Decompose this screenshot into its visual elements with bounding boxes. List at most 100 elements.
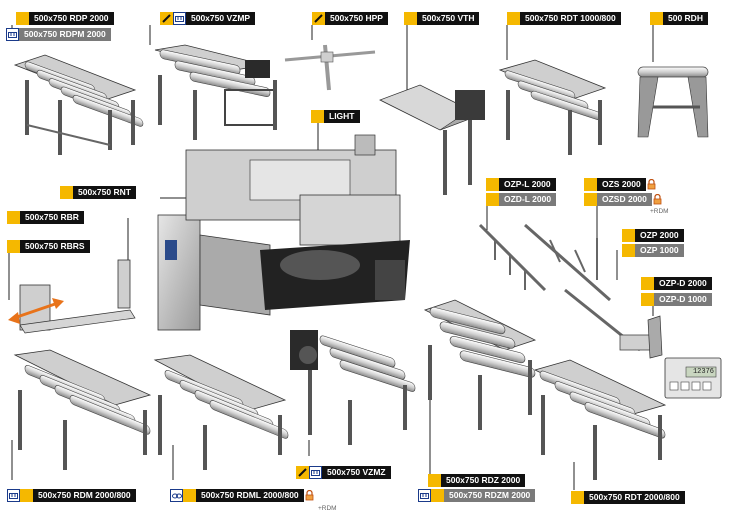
label-marker: [486, 193, 499, 206]
label-text: 500x750 RBR: [20, 211, 84, 224]
label-text: 500x750 VTH: [417, 12, 480, 25]
label-marker: [641, 277, 654, 290]
label-ozsd: OZSD 2000: [584, 193, 664, 206]
label-rbrs: 500x750 RBRS: [7, 240, 90, 253]
label-text: 500x750 RDT 1000/800: [520, 12, 621, 25]
ruler-icon: [6, 28, 19, 41]
label-vth: 500x750 VTH: [404, 12, 480, 25]
label-ozp-d-1000: OZP-D 1000: [641, 293, 712, 306]
ruler-icon: [173, 12, 186, 25]
label-hpp: 500x750 HPP: [312, 12, 388, 25]
label-text: 500x750 RBRS: [20, 240, 90, 253]
conveyor-rdz: [423, 299, 537, 430]
conveyor-vzmz: [290, 330, 416, 445]
label-marker: [431, 489, 444, 502]
label-text: 500x750 RDML 2000/800: [196, 489, 304, 502]
label-ozs: OZS 2000: [584, 178, 658, 191]
label-ozd-l: OZD-L 2000: [486, 193, 557, 206]
label-marker: [20, 489, 33, 502]
label-text: 500x750 VZMP: [186, 12, 256, 25]
label-rdt-2000: 500x750 RDT 2000/800: [571, 491, 685, 504]
leader-lines: [8, 25, 654, 490]
chain-icon: [170, 489, 183, 502]
conveyor-rdt-1000: [498, 59, 607, 155]
label-rnt: 500x750 RNT: [60, 186, 136, 199]
label-marker: [650, 12, 663, 25]
label-rdt-1000: 500x750 RDT 1000/800: [507, 12, 621, 25]
chip-conveyor-vth: [379, 84, 485, 195]
rail-ozs: [524, 223, 611, 302]
label-text: 500x750 VZMZ: [322, 466, 391, 479]
conveyor-vzmp: [154, 44, 277, 140]
label-text: 500x750 RNT: [73, 186, 136, 199]
label-marker: [641, 293, 654, 306]
label-light: LIGHT: [311, 110, 360, 123]
label-text: 500x750 RDZM 2000: [444, 489, 536, 502]
label-vzmp: 500x750 VZMP: [160, 12, 256, 25]
label-rbr: 500x750 RBR: [7, 211, 84, 224]
label-marker: [16, 12, 29, 25]
conveyor-rdm: [13, 349, 152, 470]
label-text: LIGHT: [324, 110, 360, 123]
readout-value: 12376: [692, 368, 714, 376]
label-marker: [622, 229, 635, 242]
lock-icon: [304, 489, 316, 502]
label-marker: [428, 474, 441, 487]
label-rdpm: 500x750 RDPM 2000: [6, 28, 111, 41]
pencil-icon: [312, 12, 325, 25]
label-marker: [622, 244, 635, 257]
lock-icon: [646, 178, 658, 191]
label-rdzm: 500x750 RDZM 2000: [418, 489, 536, 502]
readout-unit: [647, 315, 722, 399]
label-marker: [584, 178, 597, 191]
label-text: OZP-L 2000: [499, 178, 556, 191]
rail-ozp-l: [478, 223, 547, 292]
label-ozp-l: OZP-L 2000: [486, 178, 556, 191]
label-ozp-1000: OZP 1000: [622, 244, 684, 257]
lock-icon: [652, 193, 664, 206]
stand-rdh: [637, 66, 709, 138]
label-text: 500x750 RDZ 2000: [441, 474, 526, 487]
conveyor-rdt-2000: [533, 359, 667, 480]
label-rdml: 500x750 RDML 2000/800: [170, 489, 316, 502]
label-rdz: 500x750 RDZ 2000: [428, 474, 526, 487]
label-marker: [311, 110, 324, 123]
label-text: 500x750 HPP: [325, 12, 388, 25]
label-marker: [571, 491, 584, 504]
label-text: OZSD 2000: [597, 193, 652, 206]
pencil-icon: [296, 466, 309, 479]
label-rdp: 500x750 RDP 2000: [16, 12, 114, 25]
label-marker: [60, 186, 73, 199]
label-rdh: 500 RDH: [650, 12, 708, 25]
label-marker: [507, 12, 520, 25]
label-marker: [486, 178, 499, 191]
label-text: OZS 2000: [597, 178, 646, 191]
ruler-icon: [7, 489, 20, 502]
rail-ozp: [564, 288, 651, 352]
label-text: OZP 1000: [635, 244, 684, 257]
arrow-icon: [8, 298, 64, 324]
label-text: 500 RDH: [663, 12, 708, 25]
roller-stand-rbr: [19, 259, 136, 334]
note-rdm-rdml: +RDM: [318, 505, 337, 512]
label-text: 500x750 RDT 2000/800: [584, 491, 685, 504]
pencil-icon: [160, 12, 173, 25]
bandsaw-rnt: [157, 134, 410, 331]
label-text: OZP 2000: [635, 229, 684, 242]
ruler-icon: [309, 466, 322, 479]
conveyor-rdp: [13, 54, 144, 155]
label-text: OZP-D 1000: [654, 293, 712, 306]
label-marker: [7, 211, 20, 224]
label-marker: [404, 12, 417, 25]
label-text: 500x750 RDPM 2000: [19, 28, 111, 41]
label-ozp-2000: OZP 2000: [622, 229, 684, 242]
label-marker: [584, 193, 597, 206]
label-text: OZP-D 2000: [654, 277, 712, 290]
label-text: 500x750 RDP 2000: [29, 12, 114, 25]
stop-hpp: [284, 44, 376, 91]
label-text: OZD-L 2000: [499, 193, 557, 206]
label-rdm: 500x750 RDM 2000/800: [7, 489, 136, 502]
conveyor-rdml: [153, 354, 289, 470]
note-rdm: +RDM: [650, 208, 669, 215]
